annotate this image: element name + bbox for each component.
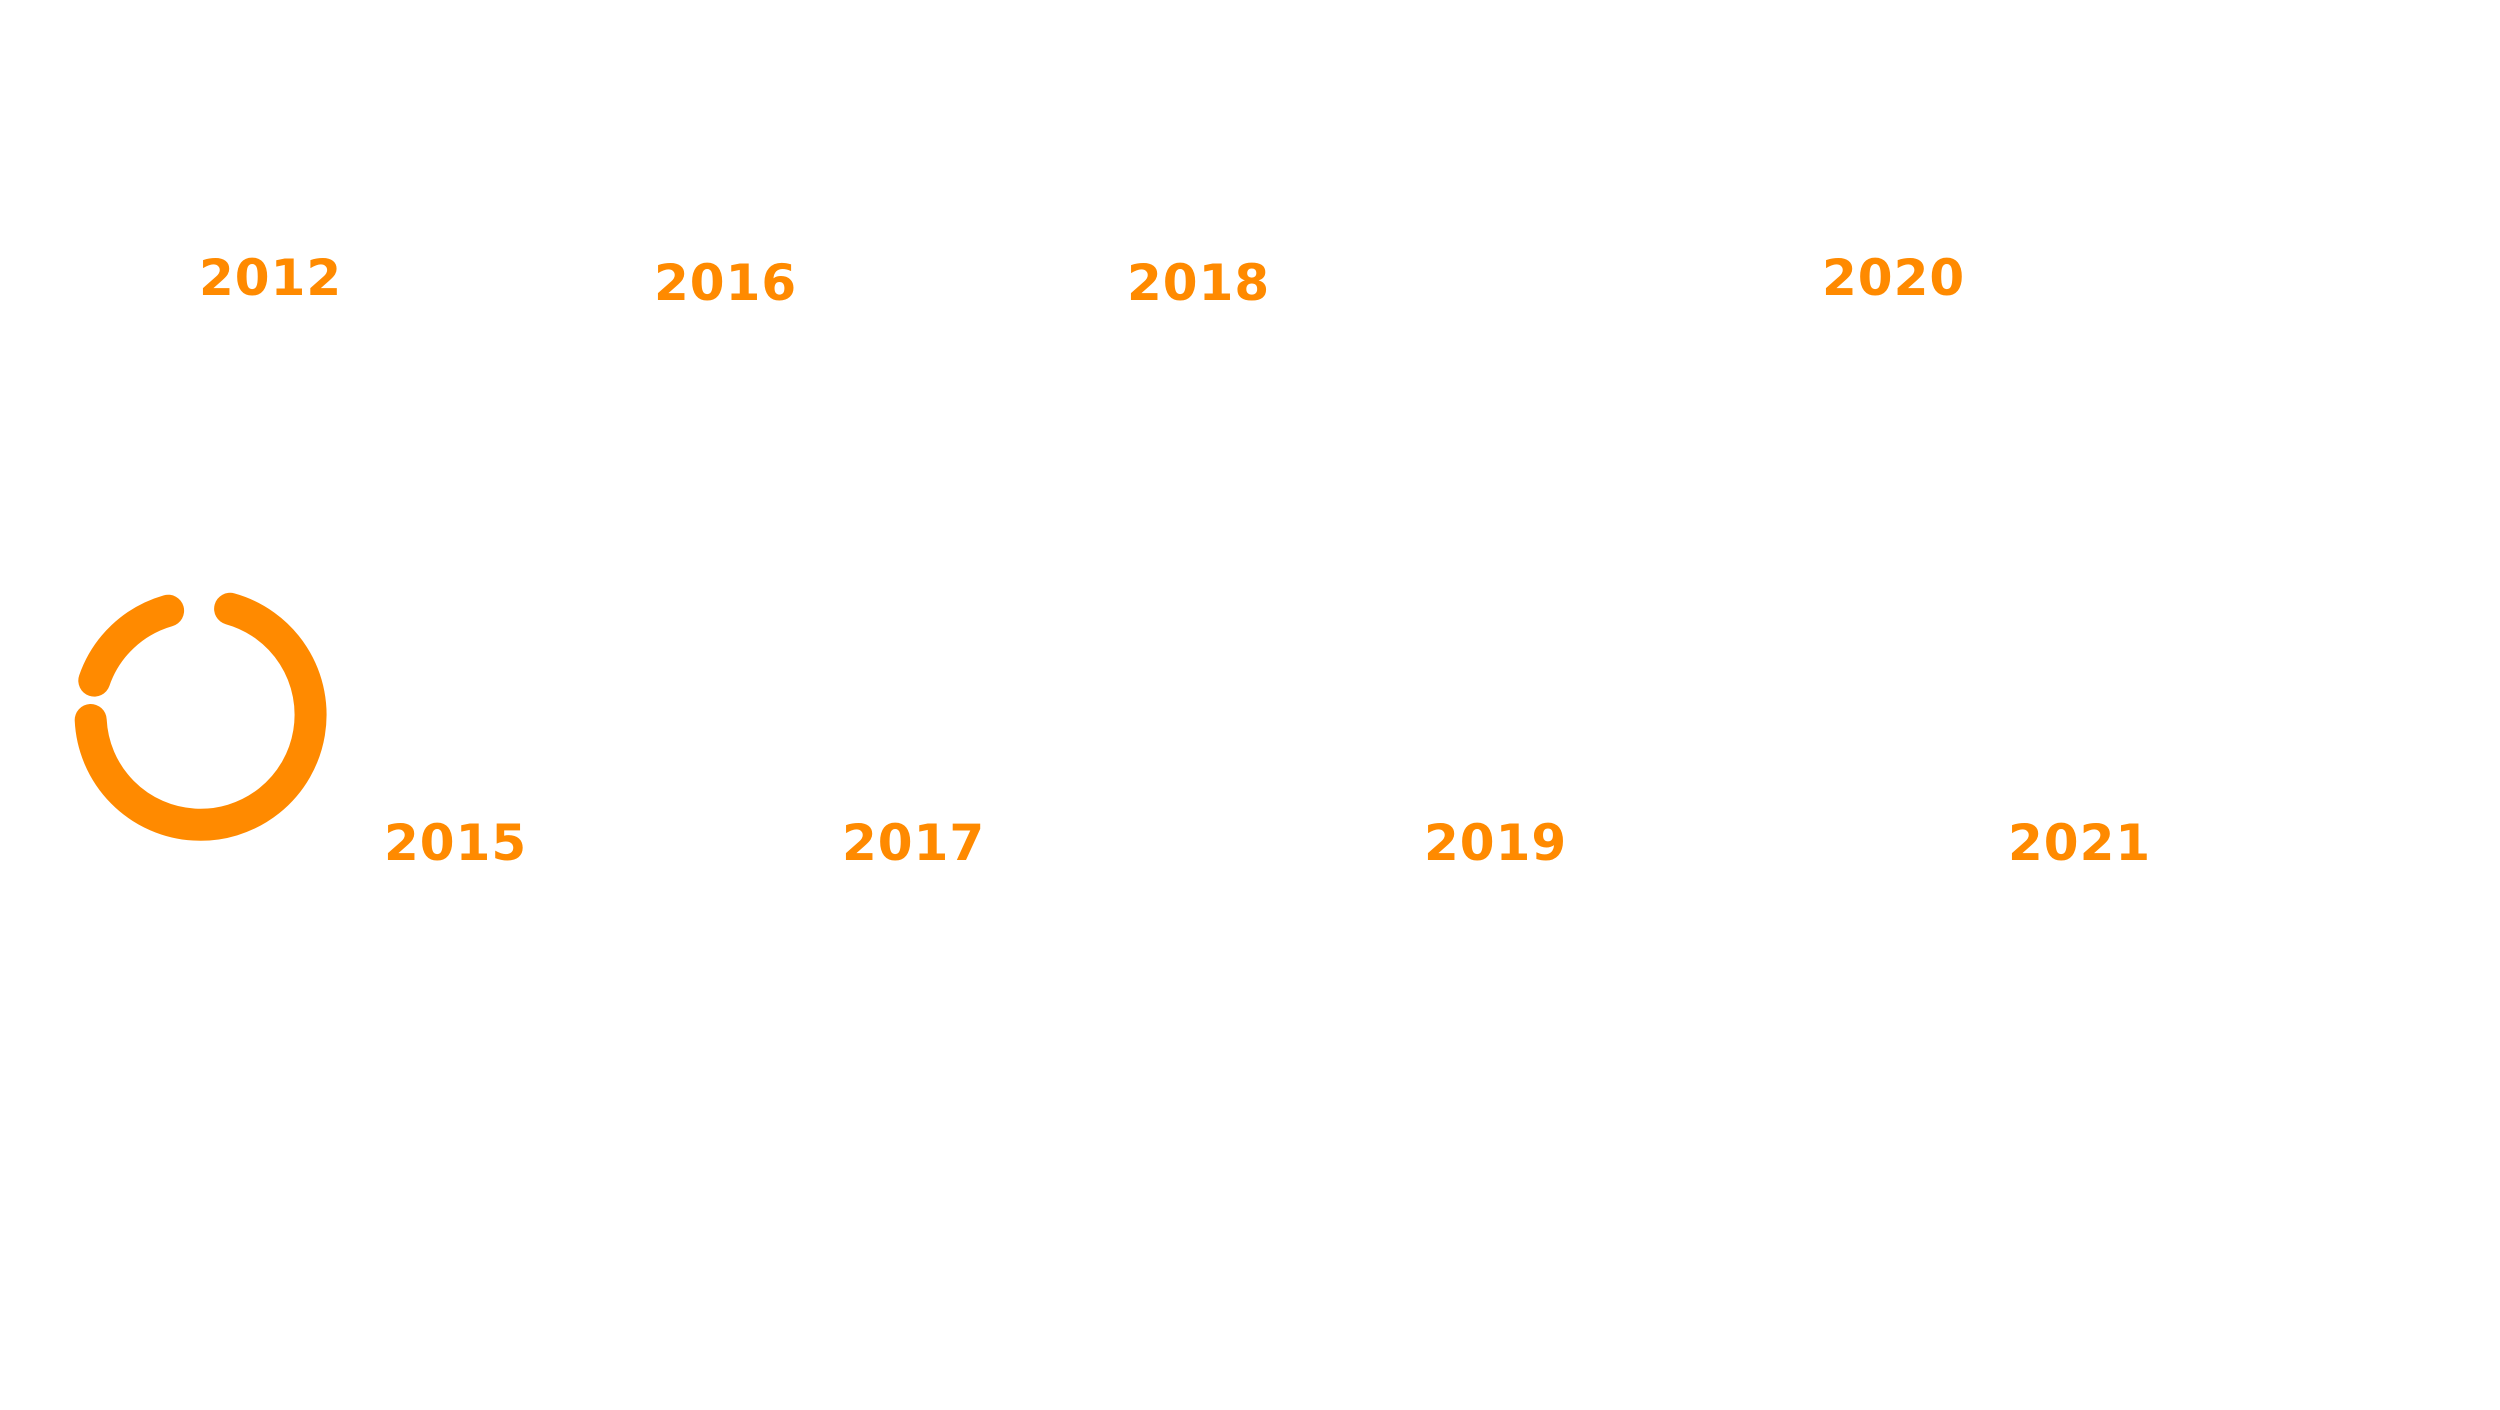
year-label-2012: 2012 — [199, 249, 343, 307]
year-label-2021: 2021 — [2008, 814, 2152, 872]
year-label-2016: 2016 — [654, 254, 798, 312]
year-label-2017: 2017 — [842, 814, 986, 872]
ring-arc — [74, 592, 327, 841]
year-label-2018: 2018 — [1127, 254, 1271, 312]
year-label-2020: 2020 — [1822, 249, 1966, 307]
year-label-2015: 2015 — [384, 814, 528, 872]
circular-arrow-icon — [74, 592, 327, 841]
year-label-2019: 2019 — [1424, 814, 1568, 872]
ring-arc-gap-side — [78, 594, 185, 697]
